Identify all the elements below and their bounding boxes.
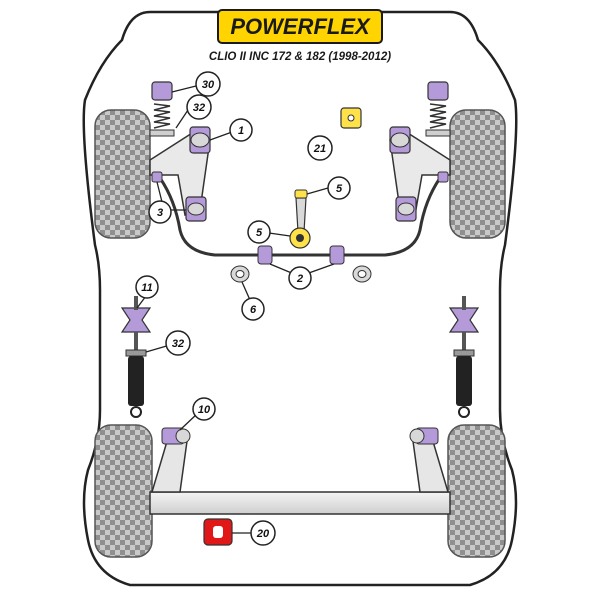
callout-10-label: 10 (198, 404, 211, 416)
model-title: CLIO II INC 172 & 182 (1998-2012) (209, 51, 391, 63)
front-left-spring (149, 81, 175, 137)
callout-3-label: 3 (157, 207, 163, 219)
front-right-spring (425, 81, 451, 137)
callout-6: 6 (241, 297, 265, 321)
anti-roll-bar-bush-right (329, 245, 345, 265)
callout-1: 1 (229, 118, 253, 142)
rear-left-beam-bush (161, 427, 191, 445)
front-right-wishbone-front-bush (389, 126, 411, 154)
front-right-tyre (449, 109, 506, 239)
brand-badge: POWERFLEX (217, 9, 383, 44)
rear-beam (149, 491, 451, 515)
callout-30: 30 (195, 71, 221, 97)
callout-2-label: 2 (296, 273, 303, 285)
lower-engine-mount-dogbone (289, 189, 311, 249)
brand-logo-text: POWERFLEX (230, 14, 371, 39)
callout-2: 2 (288, 266, 312, 290)
callout-30-label: 30 (202, 79, 215, 91)
callout-20-label: 20 (256, 528, 270, 540)
callout-11-label: 11 (141, 282, 152, 294)
front-left-droplink-bush (151, 171, 163, 183)
exhaust-mount-rings (230, 265, 372, 283)
callout-32a-label: 32 (193, 102, 205, 114)
callout-32a: 32 (186, 94, 212, 120)
callout-20: 20 (250, 520, 276, 546)
rear-right-shock (448, 296, 480, 418)
front-right-droplink-bush (437, 171, 449, 183)
front-anti-roll-bar (158, 177, 442, 257)
rear-left-tyre (94, 424, 153, 558)
rear-right-tyre (447, 424, 506, 558)
rear-left-shock (120, 296, 152, 418)
front-left-wishbone-rear-bush (185, 196, 207, 222)
engine-mount-bush (340, 107, 362, 129)
callout-6-label: 6 (250, 304, 257, 316)
callout-11: 11 (135, 275, 159, 299)
callout-32b-label: 32 (172, 338, 184, 350)
anti-roll-bar-bush-left (257, 245, 273, 265)
callout-5b-label: 5 (256, 227, 263, 239)
rear-right-beam-bush (409, 427, 439, 445)
gearbox-mount-insert (203, 518, 233, 546)
callout-21: 21 (307, 135, 333, 161)
callout-5a: 5 (327, 176, 351, 200)
callout-5a-label: 5 (336, 183, 343, 195)
callout-1-label: 1 (238, 125, 244, 137)
front-left-tyre (94, 109, 151, 239)
front-left-wishbone-front-bush (189, 126, 211, 154)
callout-5b: 5 (247, 220, 271, 244)
front-right-wishbone-rear-bush (395, 196, 417, 222)
callout-32b: 32 (165, 330, 191, 356)
callout-3: 3 (148, 200, 172, 224)
callout-21-label: 21 (313, 143, 326, 155)
callout-10: 10 (192, 397, 216, 421)
